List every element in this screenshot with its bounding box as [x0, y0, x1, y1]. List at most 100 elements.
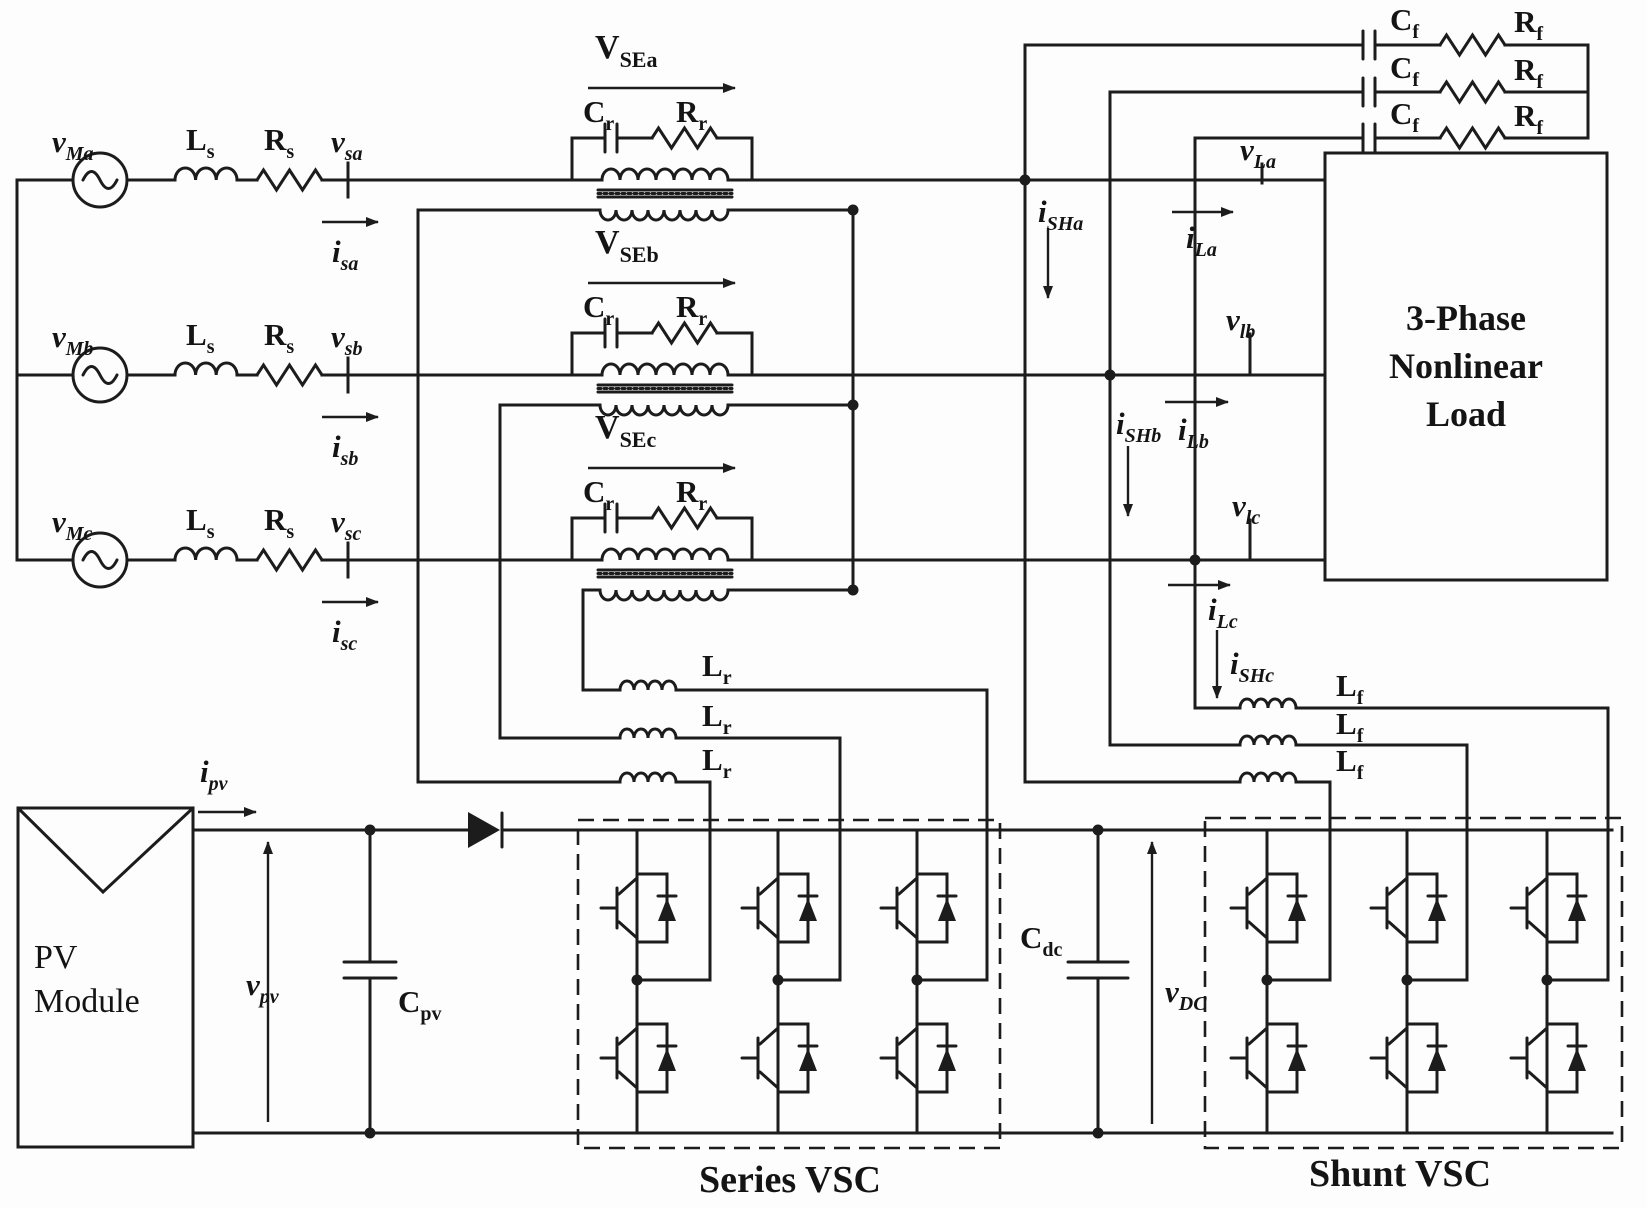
load-box: [1323, 151, 1609, 582]
inductor-lr-1: [618, 679, 678, 692]
resistor-rs-c: [255, 548, 324, 572]
load-label-line1: 3-Phase: [1406, 298, 1526, 338]
label-ishc: iSHc: [1230, 646, 1274, 687]
junction-dot: [1092, 824, 1104, 836]
wire-rc-branch-b: [570, 331, 754, 377]
label-vla: vLa: [1240, 132, 1276, 173]
resistor-rf-3: [1438, 126, 1507, 150]
label-ilb: iLb: [1178, 412, 1209, 453]
load-label-line2: Nonlinear: [1389, 346, 1543, 386]
junction-dot: [1261, 974, 1273, 986]
label-lf-2: Lf: [1336, 706, 1364, 747]
junction-dot: [1189, 554, 1201, 566]
wires: [15, 43, 1614, 1135]
resistor-rf-2: [1438, 80, 1507, 104]
series-vsc-label: Series VSC: [699, 1159, 881, 1201]
label-cr-c: Cr: [583, 474, 614, 515]
label-vma: vMa: [52, 124, 94, 165]
label-ila: iLa: [1186, 220, 1217, 261]
label-ls-a: Ls: [186, 122, 215, 163]
inductor-ls-a: [173, 166, 239, 182]
label-cpv: Cpv: [398, 984, 442, 1025]
junction-dot: [1541, 974, 1553, 986]
label-ishb: iSHb: [1116, 406, 1161, 447]
load-label-line3: Load: [1426, 394, 1506, 434]
label-lf-3: Lf: [1336, 743, 1364, 784]
label-lf-1: Lf: [1336, 668, 1364, 709]
label-vsec: VSEc: [595, 409, 656, 452]
junction-dot: [847, 584, 859, 596]
junction-dot: [1019, 174, 1031, 186]
series-vsc-box: [576, 818, 1002, 1150]
capacitor-cf-2: [1361, 76, 1377, 108]
inductor-ls-c: [173, 546, 239, 562]
junction-dot: [911, 974, 923, 986]
label-rr-c: Rr: [676, 474, 707, 515]
label-isc: isc: [332, 614, 357, 655]
series-transformer-a: [596, 167, 734, 222]
label-cr-a: Cr: [583, 94, 614, 135]
wire-rc-branch-c: [570, 516, 754, 562]
label-vmb: vMb: [52, 319, 94, 360]
label-rf-1: Rf: [1514, 4, 1543, 45]
pv-module-label-line1: PV: [34, 939, 78, 976]
label-isa: isa: [332, 234, 358, 275]
label-ls-b: Ls: [186, 317, 215, 358]
label-vdc: vDC: [1165, 974, 1207, 1015]
label-cf-3: Cf: [1390, 96, 1419, 137]
inductor-ls-b: [173, 361, 239, 377]
shunt-vsc-label: Shunt VSC: [1309, 1153, 1491, 1195]
annotation-arrows: [198, 83, 1264, 1124]
junction-dot: [847, 204, 859, 216]
label-lr-3: Lr: [702, 742, 732, 783]
wire-secondary-c: [581, 588, 989, 982]
label-rr-b: Rr: [676, 289, 707, 330]
label-vseb: VSEb: [595, 224, 659, 267]
resistor-rf-1: [1438, 33, 1507, 57]
label-vpv: vpv: [246, 967, 280, 1008]
junction-dot: [1104, 369, 1116, 381]
label-cdc: Cdc: [1020, 920, 1063, 961]
pv-panel-notch: [16, 806, 195, 895]
inductor-lf-3: [1238, 771, 1298, 784]
label-cf-1: Cf: [1390, 2, 1419, 43]
junction-dot: [631, 974, 643, 986]
label-vsa: vsa: [331, 124, 363, 165]
junction-dots: [364, 174, 1553, 1139]
label-rf-2: Rf: [1514, 52, 1543, 93]
resistor-rs-a: [255, 168, 324, 192]
label-vlb: vlb: [1226, 302, 1255, 343]
capacitor-cf-1: [1361, 29, 1377, 61]
label-isb: isb: [332, 429, 358, 470]
label-lr-2: Lr: [702, 698, 732, 739]
label-rr-a: Rr: [676, 94, 707, 135]
boxes: [16, 151, 1624, 1150]
junction-dot: [847, 399, 859, 411]
label-ipv: ipv: [200, 754, 229, 795]
junction-dot: [364, 1127, 376, 1139]
series-transformer-b: [596, 362, 734, 417]
wire-shunt-c: [1193, 136, 1610, 982]
label-lr-1: Lr: [702, 648, 732, 689]
label-vmc: vMc: [52, 504, 93, 545]
resistor-rs-b: [255, 363, 324, 387]
junction-dot: [1092, 1127, 1104, 1139]
components: [71, 29, 1588, 1094]
label-vlc: vlc: [1232, 488, 1260, 529]
label-vsc: vsc: [331, 504, 362, 545]
label-vsea: VSEa: [595, 29, 657, 72]
label-rs-b: Rs: [264, 317, 294, 358]
shunt-vsc-box: [1203, 816, 1624, 1150]
capacitor-cpv: [342, 960, 398, 980]
wire-shunt-a: [1023, 43, 1332, 982]
pv-module-box: [16, 806, 195, 1149]
label-ls-c: Ls: [186, 502, 215, 543]
capacitor-cdc: [1066, 960, 1130, 980]
pv-module-label-line2: Module: [34, 983, 140, 1020]
inductor-lr-3: [618, 771, 678, 784]
text-labels: vMa vMb vMc Ls Ls Ls Rs Rs Rs vsa vsb vs…: [34, 2, 1543, 1201]
junction-dot: [364, 824, 376, 836]
series-transformer-c: [596, 547, 734, 602]
